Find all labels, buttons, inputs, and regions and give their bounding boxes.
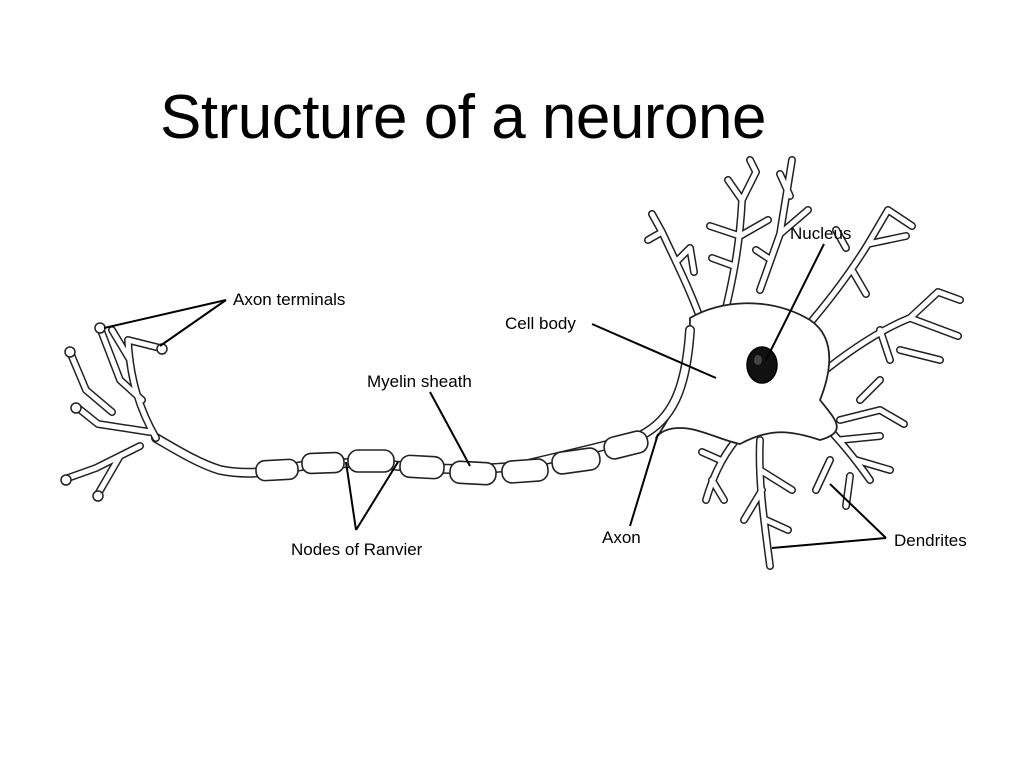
myelin-segment: [603, 430, 649, 460]
leader-axon-terminals-1: [103, 299, 227, 329]
label-nodes-of-ranvier: Nodes of Ranvier: [291, 540, 423, 559]
label-axon-terminals: Axon terminals: [233, 290, 346, 309]
terminal-bulb: [70, 402, 82, 414]
label-cell-body: Cell body: [505, 314, 576, 333]
nucleus-highlight: [754, 355, 762, 365]
terminal-bulb: [92, 490, 104, 502]
leader-cell-body: [591, 323, 717, 379]
axon-terminals: [60, 322, 168, 502]
leader-lines: [103, 243, 887, 549]
myelin-segment: [399, 454, 445, 480]
terminal-bulb: [94, 322, 106, 334]
myelin-sheath: [255, 430, 649, 486]
leader-nucleus: [765, 243, 825, 361]
page-title: Structure of a neurone: [160, 83, 766, 152]
label-nucleus: Nucleus: [790, 224, 852, 243]
leader-nodes-2: [355, 461, 399, 531]
dendrites-upper-inner: [645, 157, 963, 379]
myelin-segment: [501, 458, 549, 484]
terminal-bulb: [60, 474, 72, 486]
leader-axon-terminals-2: [159, 299, 227, 347]
myelin-segment: [347, 449, 395, 473]
label-axon: Axon: [602, 528, 641, 547]
myelin-segment: [255, 458, 299, 482]
leader-nodes-1: [345, 461, 357, 531]
nucleus-shape: [746, 346, 778, 384]
dendrites-lower-inner: [699, 377, 907, 569]
myelin-segment: [449, 460, 497, 486]
terminal-bulb: [64, 346, 76, 358]
leader-axon: [629, 433, 659, 527]
label-dendrites: Dendrites: [894, 531, 967, 550]
myelin-segment: [551, 447, 601, 475]
leader-myelin-sheath: [429, 391, 471, 467]
myelin-segment: [301, 451, 345, 475]
leader-dendrites-2: [829, 483, 887, 539]
leader-dendrites-1: [771, 537, 887, 549]
label-myelin-sheath: Myelin sheath: [367, 372, 472, 391]
